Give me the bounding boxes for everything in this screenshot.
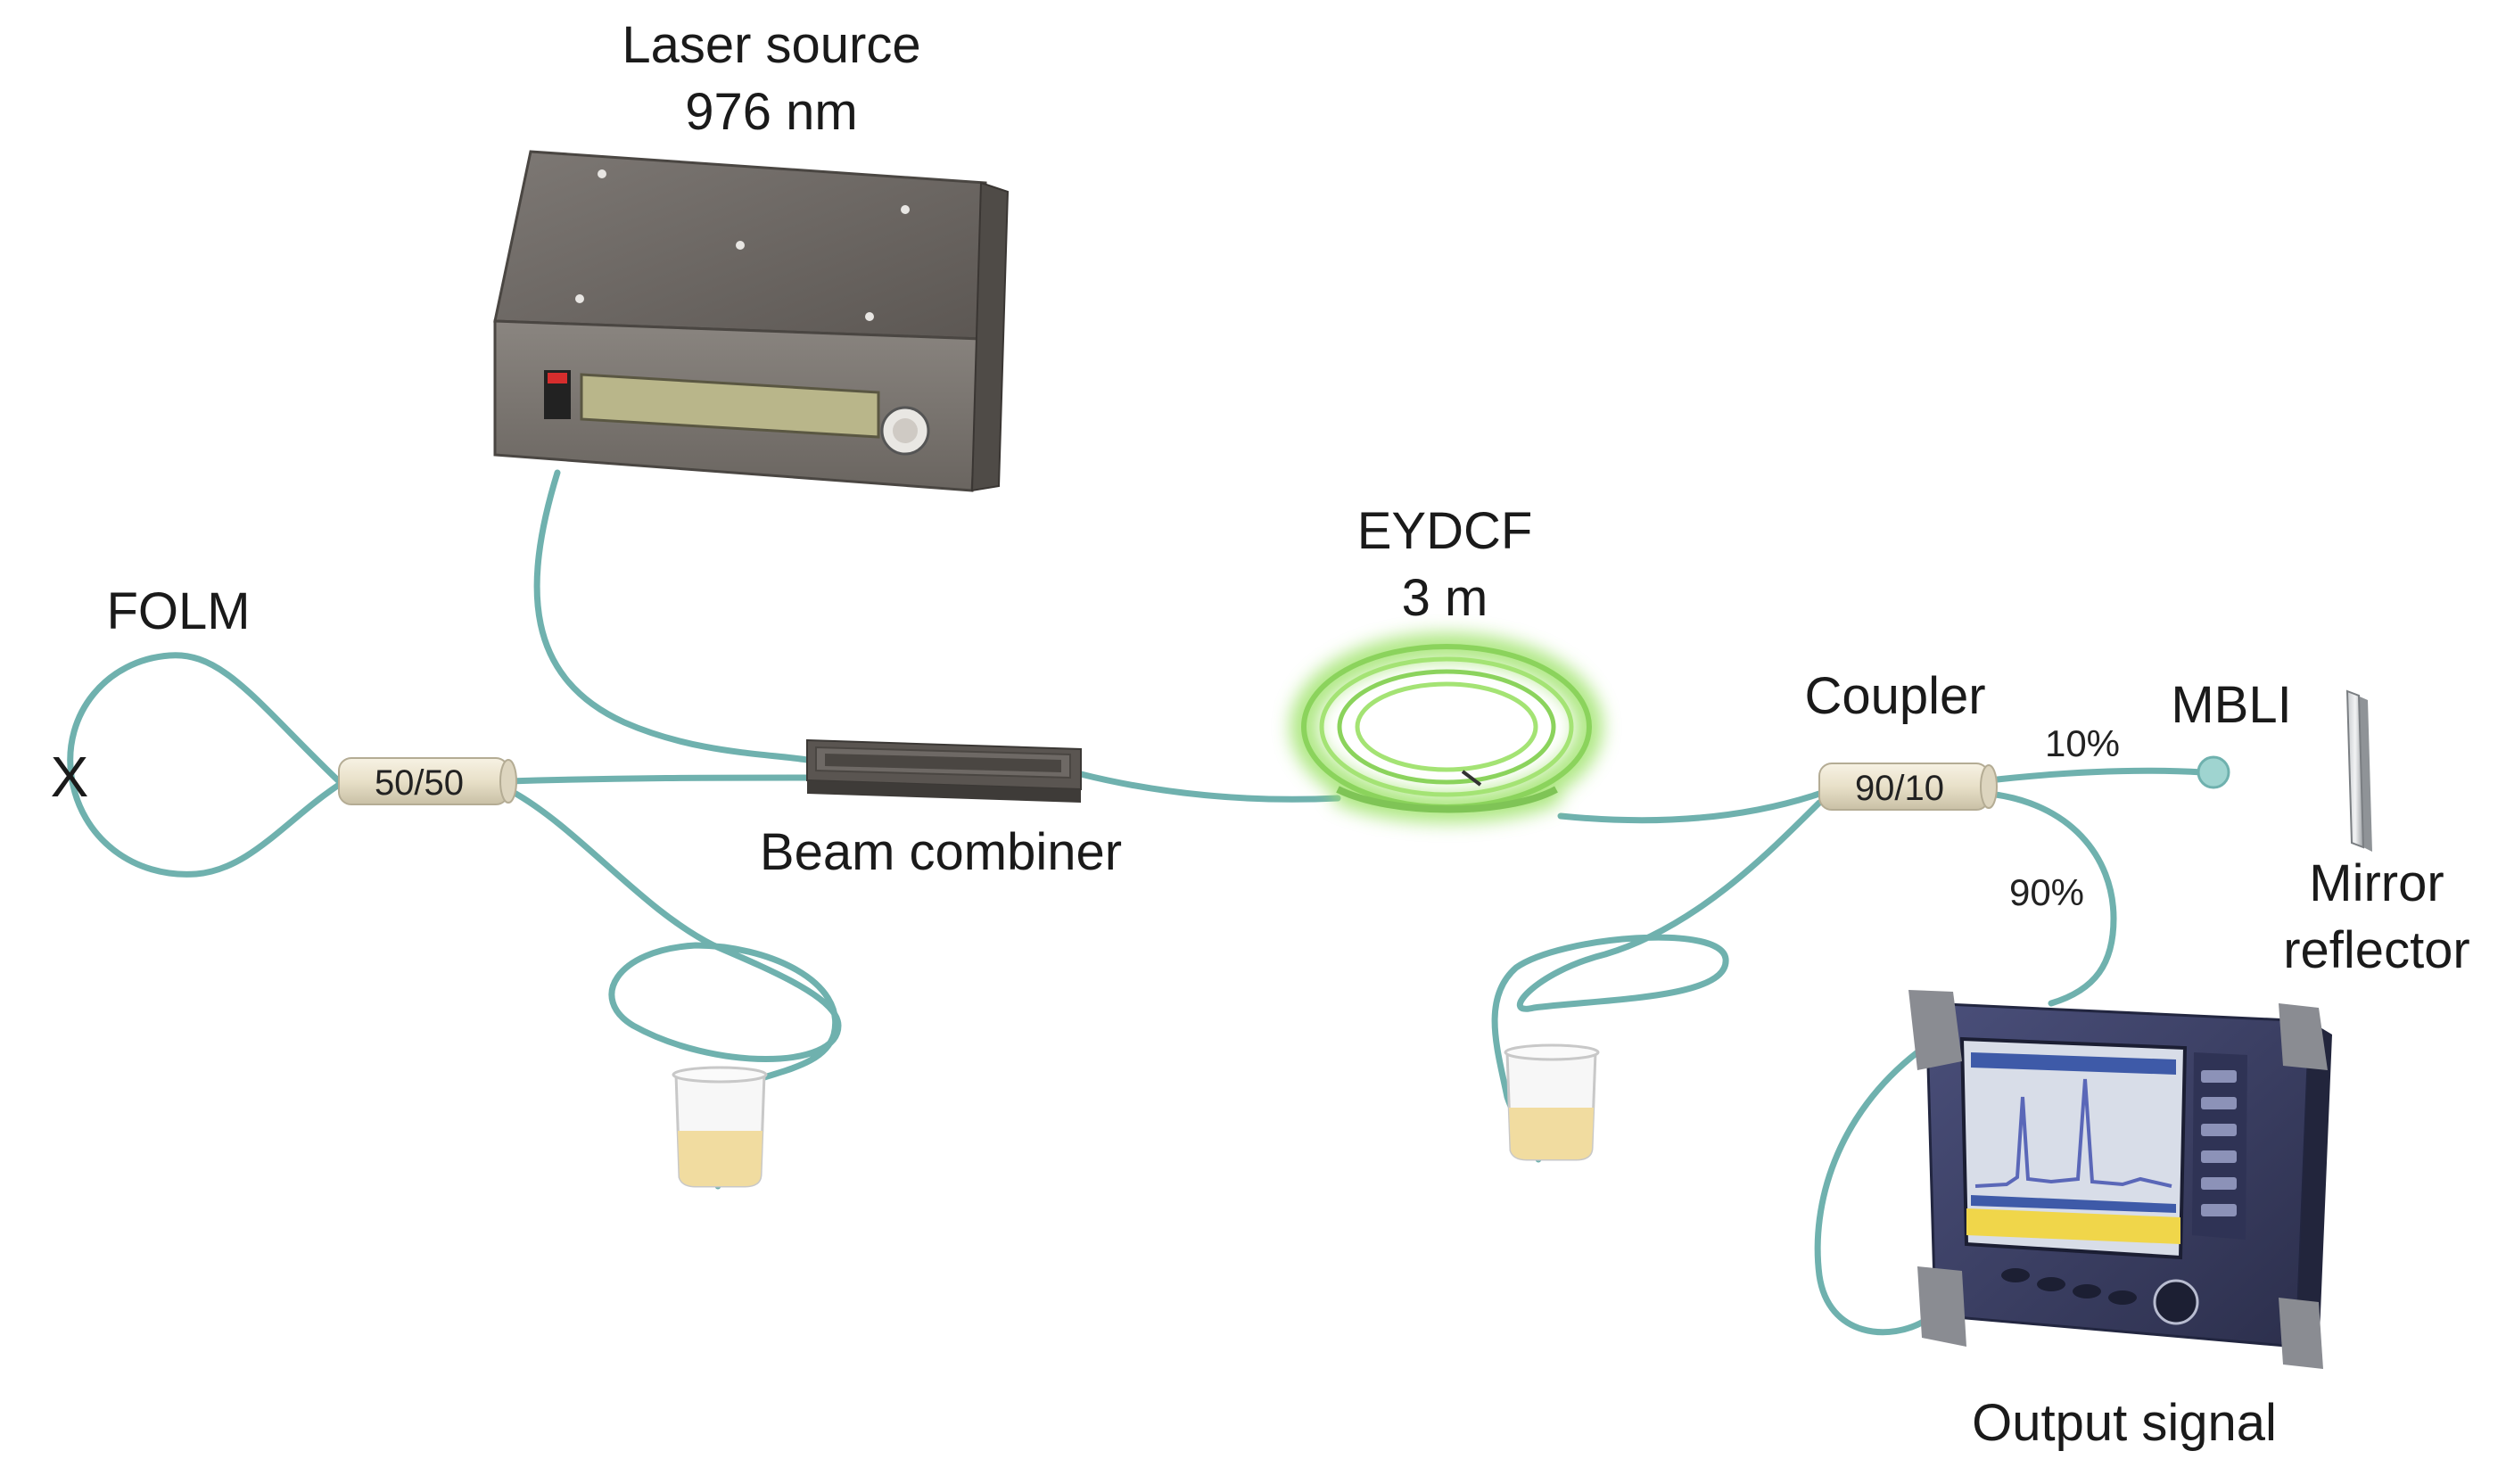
laser-source <box>493 150 1010 492</box>
fiber-ninety-percent <box>1985 790 2117 1007</box>
coupler-50-50-label: 50/50 <box>375 763 464 803</box>
folm-label: FOLM <box>106 582 250 640</box>
folm-mark: X <box>51 745 89 809</box>
mbli-icon <box>2197 755 2230 789</box>
beaker-left <box>672 1066 768 1188</box>
mirror-reflector <box>2345 689 2372 852</box>
eydcf-label-line1: EYDCF <box>1357 502 1533 560</box>
eydcf-label-line2: 3 m <box>1402 569 1488 627</box>
laser-source-label-line2: 976 nm <box>685 83 857 141</box>
coupler-label: Coupler <box>1804 667 1985 725</box>
fiber-ten-percent <box>1985 767 2206 784</box>
mirror-label-line1: Mirror <box>2309 854 2444 912</box>
fiber-laser-to-combiner <box>533 469 811 763</box>
fiber-right-branch <box>1491 799 1823 1163</box>
osa-navpad-icon <box>2153 1279 2199 1325</box>
mirror-label-line2: reflector <box>2283 921 2470 979</box>
beam-combiner <box>806 738 1082 803</box>
coupler-90-10-label: 90/10 <box>1855 769 1944 808</box>
output-signal-label: Output signal <box>1972 1394 2277 1452</box>
optical-spectrum-analyzer <box>1908 990 2332 1369</box>
fiber-coupler-to-combiner <box>505 774 811 785</box>
port-ninety-percent-label: 90% <box>2009 871 2084 913</box>
fiber-folm-loop <box>67 652 342 878</box>
coupler-90-10: 90/10 <box>1818 763 1998 811</box>
beaker-right <box>1504 1043 1600 1161</box>
fiber-left-branch <box>509 788 842 1190</box>
laser-display <box>580 373 880 439</box>
fiber-combiner-to-eydcf <box>1077 771 1341 803</box>
port-ten-percent-label: 10% <box>2045 722 2120 764</box>
fiber-eydcf-to-coupler <box>1557 790 1823 824</box>
eydcf-coil <box>1290 633 1603 823</box>
mbli-label: MBLI <box>2171 676 2291 734</box>
coupler-50-50: 50/50 <box>338 757 517 805</box>
osa-spectrum-trace <box>1974 1078 2172 1188</box>
beam-combiner-label: Beam combiner <box>760 823 1122 881</box>
laser-source-label-line1: Laser source <box>622 16 920 74</box>
